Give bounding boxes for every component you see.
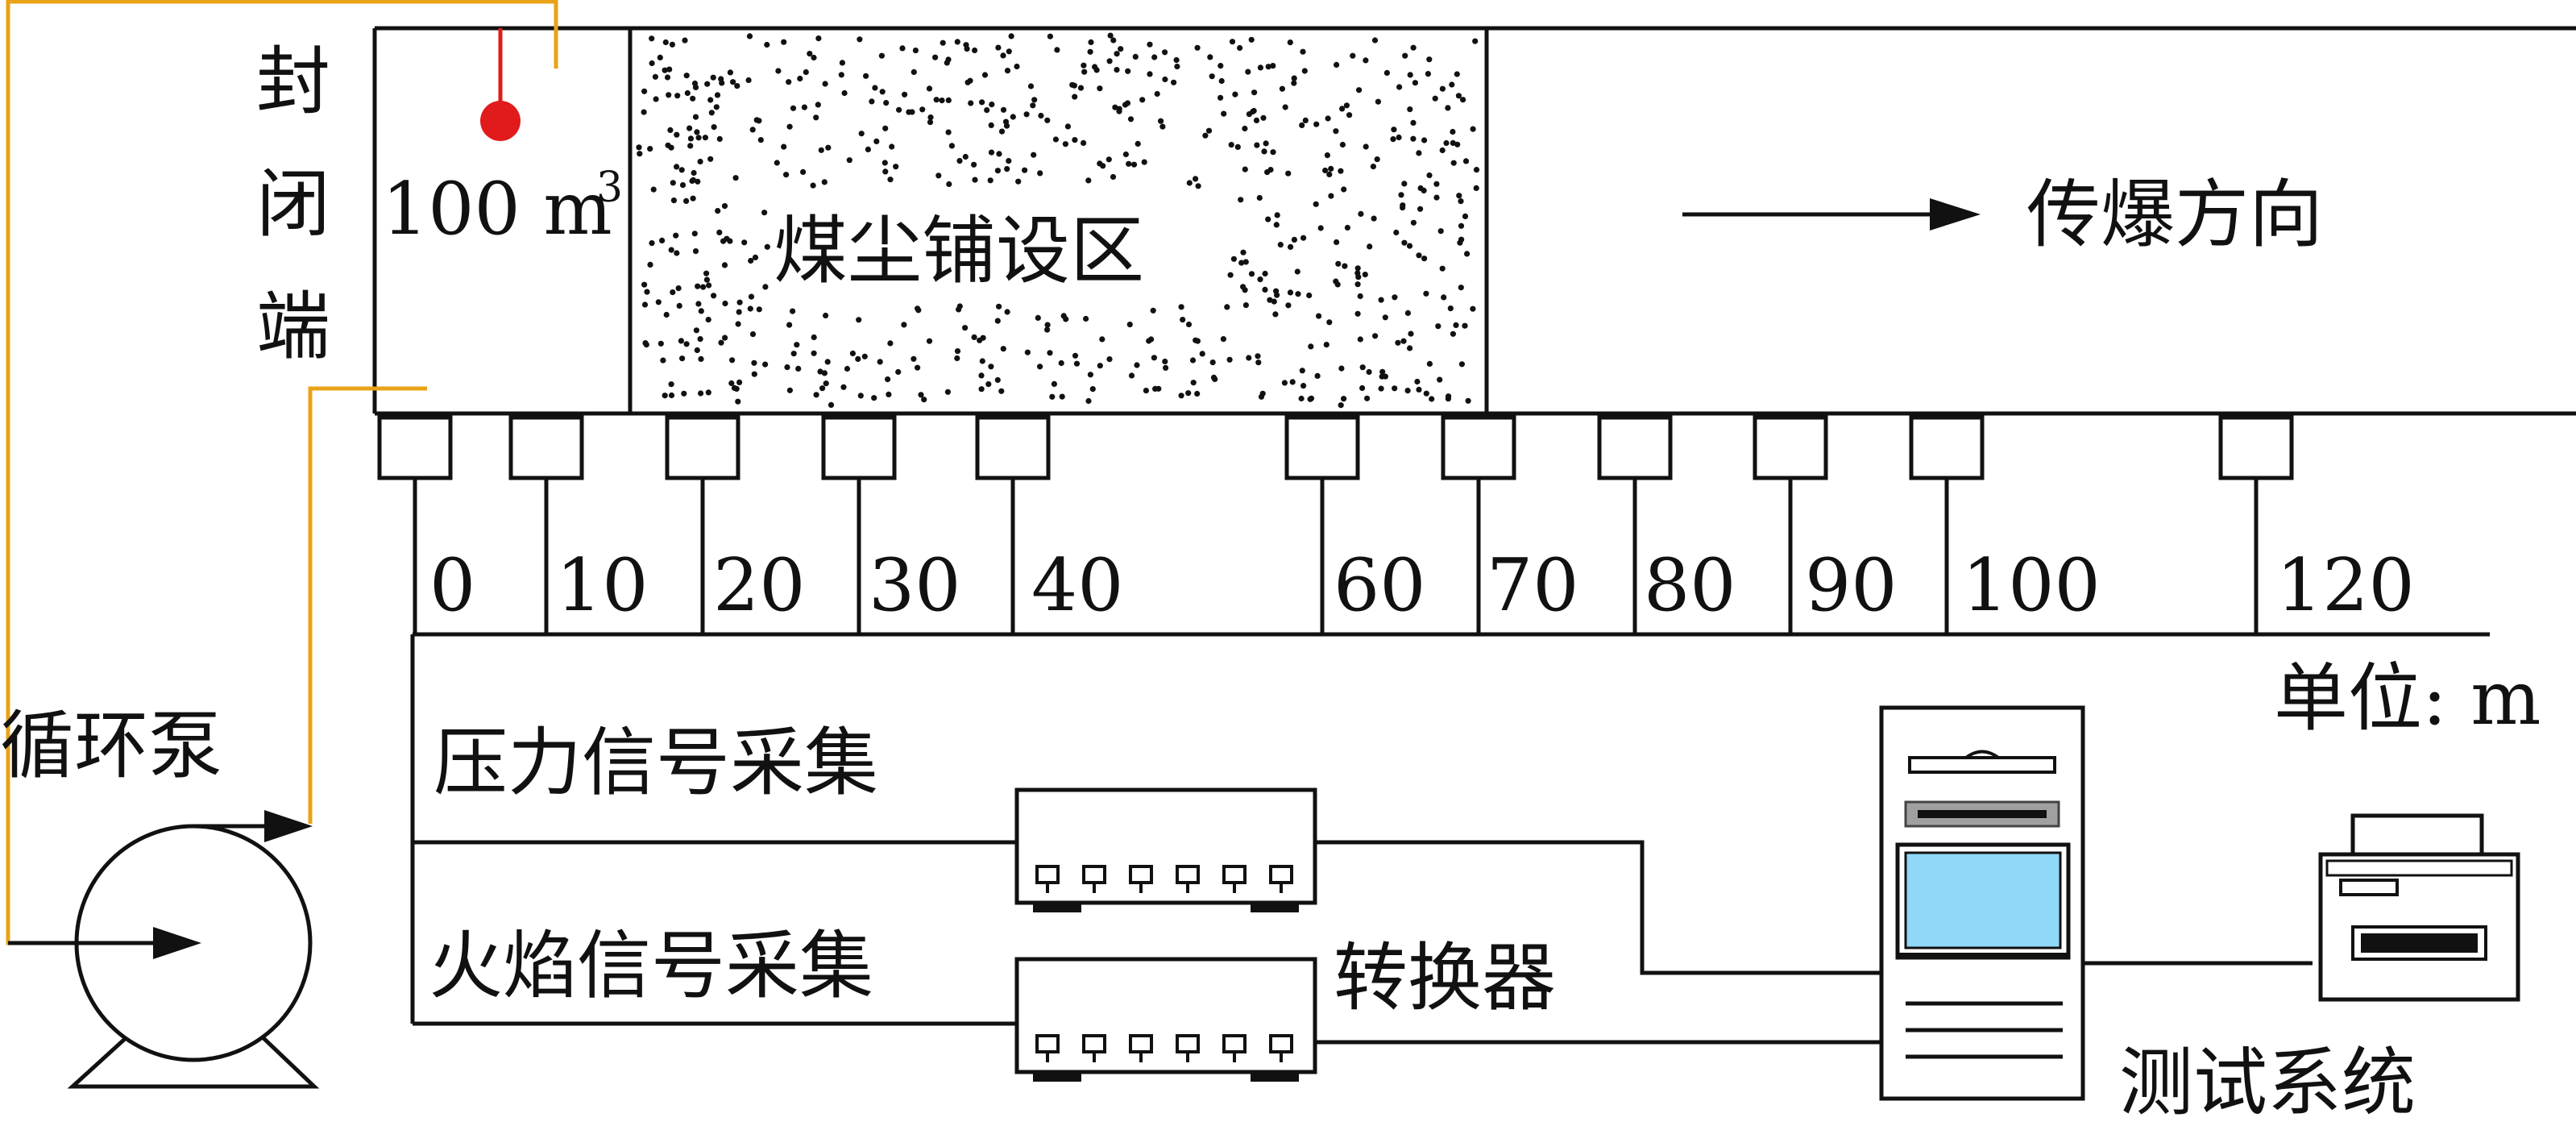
monitor-screen	[1904, 851, 2062, 949]
sensor-box	[821, 415, 897, 480]
chamber-volume-exponent: 3	[596, 164, 623, 212]
sensor-box	[377, 415, 453, 480]
flame-acquisition-label: 火焰信号采集	[429, 923, 873, 1009]
sensor-box	[1284, 415, 1360, 480]
sensor-box	[1441, 415, 1516, 480]
chamber-volume: 100 m	[382, 167, 612, 251]
acquisition-wiring	[410, 634, 2313, 1045]
pump-icon	[67, 824, 320, 1089]
sensor-box	[1597, 415, 1673, 480]
pressure-acquisition-label: 压力信号采集	[433, 720, 878, 806]
coal-dust-dots	[636, 32, 1480, 409]
sensor-distance-label: 70	[1487, 543, 1579, 628]
sensor-distance-label: 80	[1644, 543, 1736, 628]
sensor-box	[508, 415, 584, 480]
sensor-distance-label: 120	[2276, 543, 2415, 628]
distance-unit-label: 单位: m	[2274, 655, 2541, 742]
arrow-right-icon	[1682, 198, 1981, 231]
pump-label: 循环泵	[0, 703, 222, 789]
sensor-box	[2218, 415, 2294, 480]
sensor-box	[975, 415, 1051, 480]
pump-arrows	[8, 810, 313, 959]
ignition-point-icon	[480, 28, 521, 141]
computer-tower-icon	[1879, 705, 2085, 1101]
tunnel	[372, 26, 2576, 416]
coal-dust-label-bg	[774, 193, 1225, 302]
sensor-distance-label: 20	[713, 543, 806, 628]
sensor-distance-label: 90	[1805, 543, 1898, 628]
flame-acquisition-box	[1014, 957, 1317, 1082]
sensor-distance-label: 10	[556, 543, 649, 628]
pressure-acquisition-box	[1014, 787, 1317, 912]
sensor-distance-label: 30	[869, 543, 961, 628]
printer-icon	[2318, 813, 2520, 1002]
acquisition-boxes	[1014, 787, 1317, 1082]
sensor-box	[1753, 415, 1828, 480]
sensor-array: 0 10 20 30 40 60 70 80 90 100 120	[377, 415, 2415, 634]
closed-end-char-1: 封	[256, 39, 330, 125]
sensor-distance-label: 60	[1334, 543, 1426, 628]
test-system-label: 测试系统	[2119, 1040, 2416, 1122]
propagation-direction-label: 传爆方向	[2026, 172, 2323, 258]
sensor-distance-label: 100	[1962, 543, 2101, 628]
closed-end-char-3: 端	[256, 284, 330, 370]
sensor-distance-label: 0	[429, 543, 475, 628]
sensor-box	[1909, 415, 1985, 480]
sensor-box	[665, 415, 740, 480]
closed-end-char-2: 闭	[256, 161, 330, 247]
coal-dust-zone-label: 煤尘铺设区	[774, 208, 1144, 294]
sensor-distance-label: 40	[1031, 543, 1124, 628]
converter-label: 转换器	[1334, 935, 1556, 1021]
